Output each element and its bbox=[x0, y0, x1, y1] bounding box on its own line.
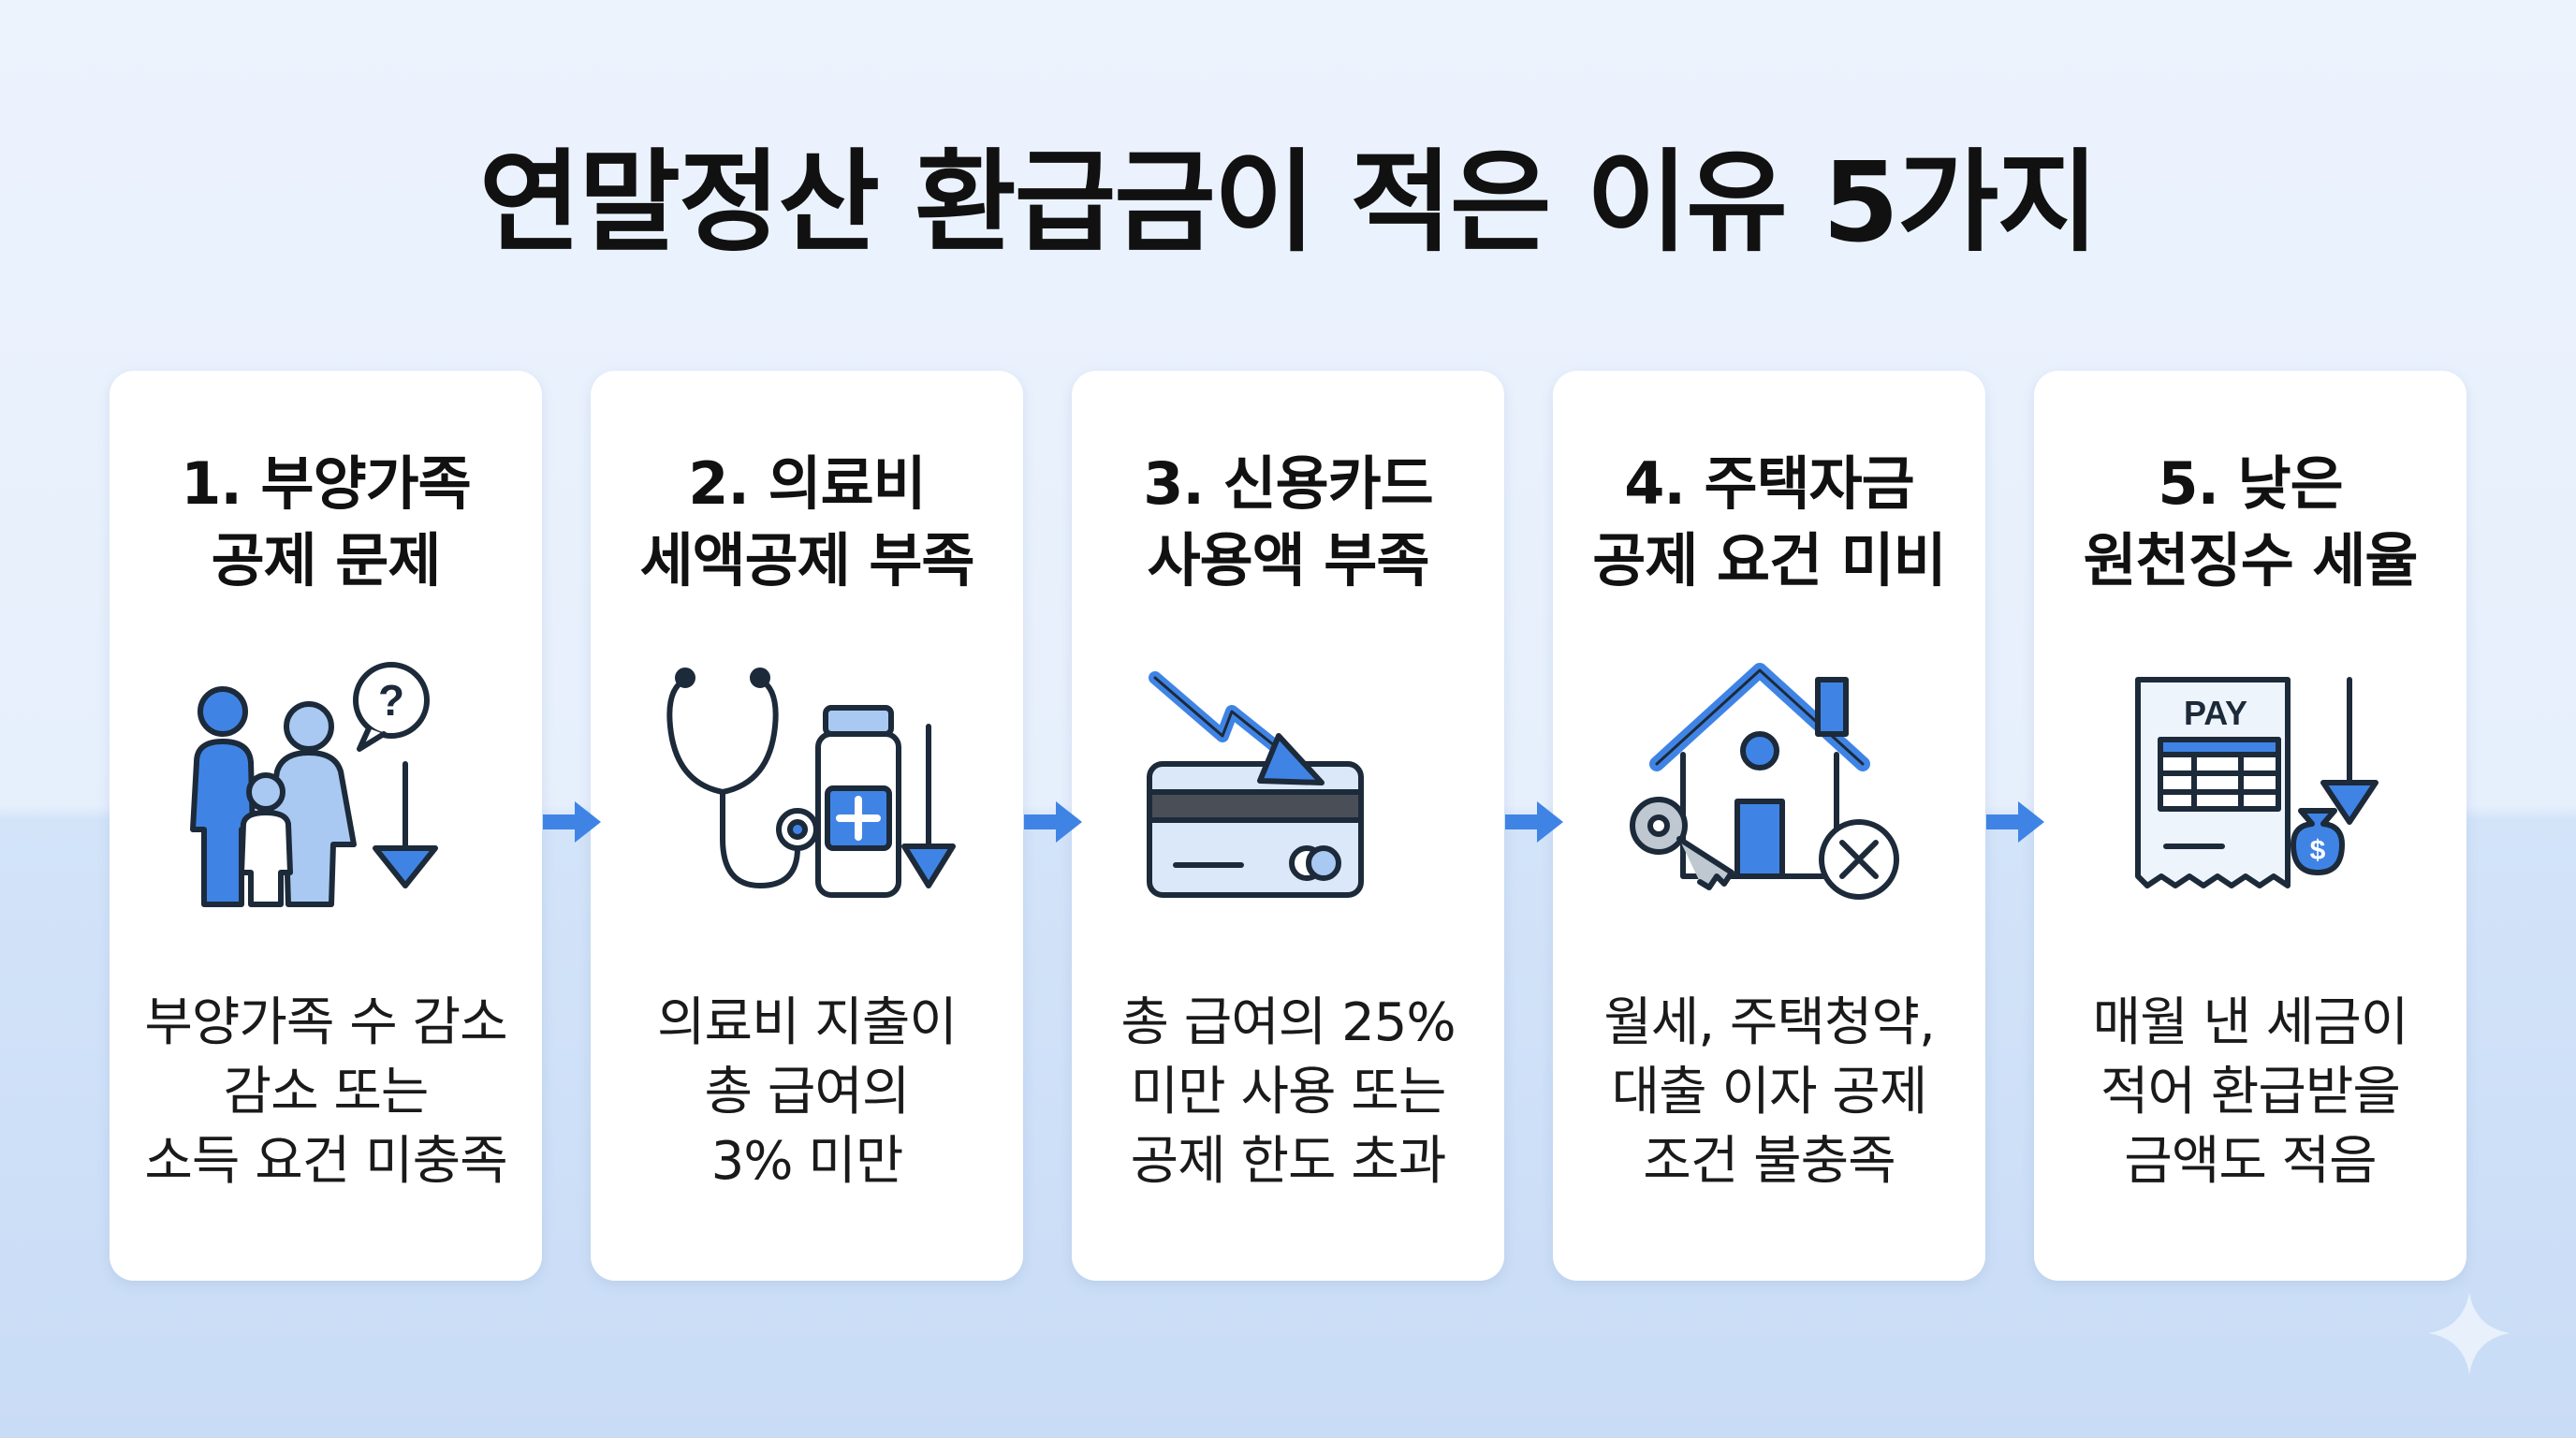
card-credit-card: 3. 신용카드 사용액 부족 총 급여의 25% 미만 사용 또는 공제 한도 … bbox=[1072, 371, 1504, 1281]
payslip-money-icon: PAY $ bbox=[2135, 677, 2378, 888]
card-title: 5. 낮은 원천징수 세율 bbox=[2083, 449, 2419, 594]
card-title: 2. 의료비 세액공제 부족 bbox=[639, 449, 975, 594]
page-title: 연말정산 환급금이 적은 이유 5가지 bbox=[478, 138, 2099, 267]
family-question-icon: ? bbox=[190, 662, 438, 907]
house-key-cross-icon bbox=[1630, 663, 1899, 900]
arrow-right-icon bbox=[1986, 801, 2044, 843]
card-title: 1. 부양가족 공제 문제 bbox=[181, 449, 471, 594]
arrow-right-icon bbox=[1024, 801, 1082, 843]
card-description: 매월 낸 세금이 적어 환급받을 금액도 적음 bbox=[2092, 992, 2409, 1192]
arrow-right-icon bbox=[1505, 801, 1563, 843]
card-description: 월세, 주택청약, 대출 이자 공제 조건 불충족 bbox=[1603, 992, 1936, 1192]
card-description: 부양가족 수 감소 감소 또는 소득 요건 미충족 bbox=[144, 992, 507, 1192]
card-withholding: 5. 낮은 원천징수 세율 PAY $ 매월 낸 세금이 적어 환급받을 금액도… bbox=[2034, 371, 2466, 1281]
arrow-right-icon bbox=[543, 801, 601, 843]
card-medical: 2. 의료비 세액공제 부족 의료비 지출이 총 급여의 3% 미만 bbox=[591, 371, 1023, 1281]
card-housing: 4. 주택자금 공제 요건 미비 월세, 주택청약, 대출 이자 공제 조건 불… bbox=[1553, 371, 1985, 1281]
svg-text:$: $ bbox=[2310, 835, 2326, 866]
card-title: 4. 주택자금 공제 요건 미비 bbox=[1592, 449, 1946, 594]
card-description: 의료비 지출이 총 급여의 3% 미만 bbox=[657, 992, 958, 1192]
credit-card-down-icon bbox=[1147, 671, 1364, 898]
svg-text:?: ? bbox=[378, 676, 404, 725]
card-description: 총 급여의 25% 미만 사용 또는 공제 한도 초과 bbox=[1120, 992, 1456, 1192]
sparkle-icon bbox=[2428, 1292, 2510, 1374]
stethoscope-medicine-icon bbox=[666, 668, 956, 898]
card-dependents: 1. 부양가족 공제 문제 ? 부양가족 수 감소 감소 또는 소득 요건 미충… bbox=[110, 371, 542, 1281]
card-title: 3. 신용카드 사용액 부족 bbox=[1143, 449, 1433, 594]
svg-text:PAY: PAY bbox=[2184, 694, 2247, 732]
